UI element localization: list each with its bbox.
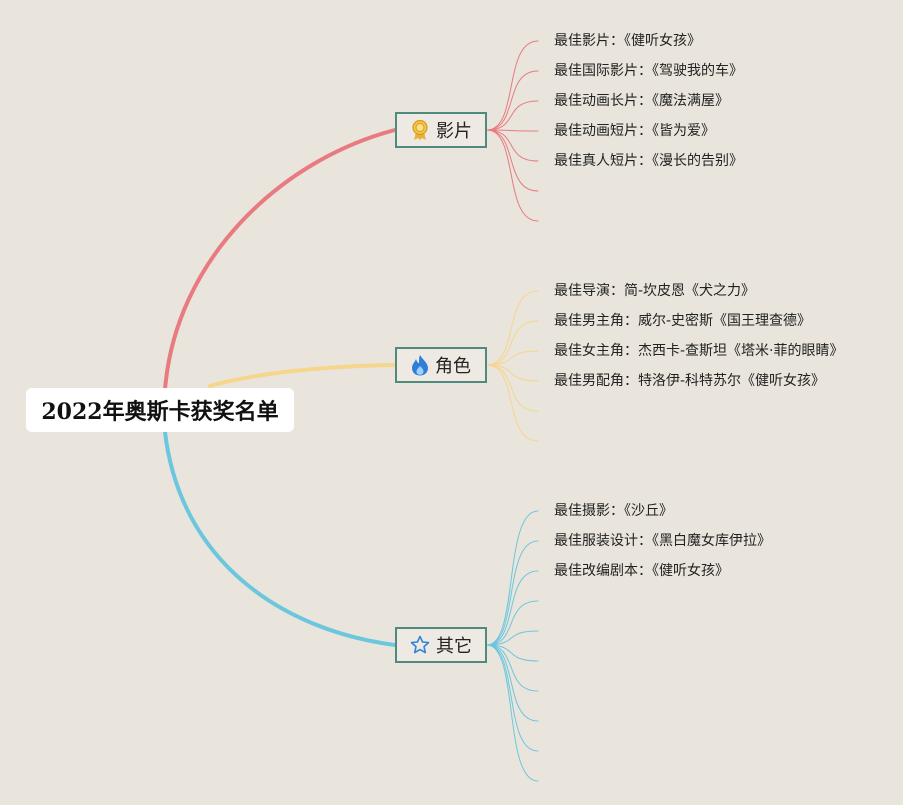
award-medal-icon (410, 119, 430, 141)
leaf-link-1-2 (486, 350, 539, 366)
branch-link-2 (163, 430, 397, 647)
leaf-link-0-2 (486, 100, 539, 131)
flame-icon (411, 354, 429, 376)
leaf-link-0-1 (486, 70, 539, 131)
leaf-link-1-0 (486, 290, 539, 366)
branch-link-0 (163, 128, 397, 392)
leaf-link-2-0 (486, 510, 539, 646)
leaf-link-0-6 (486, 129, 539, 222)
leaf-film-animated-feature[interactable]: 最佳动画长片：《魔法满屋》 (554, 93, 729, 109)
leaf-film-best-picture[interactable]: 最佳影片：《健听女孩》 (554, 33, 701, 49)
leaf-link-2-8 (486, 644, 539, 752)
leaf-role-actress[interactable]: 最佳女主角：杰西卡-查斯坦《塔米·菲的眼睛》 (554, 343, 844, 359)
leaf-other-costume-design[interactable]: 最佳服装设计：《黑白魔女库伊拉》 (554, 533, 771, 549)
branch-node-others[interactable]: 其它 (395, 627, 487, 663)
root-title: 2022年奥斯卡获奖名单 (41, 399, 279, 425)
leaf-link-1-5 (486, 364, 539, 442)
leaf-film-live-action-short[interactable]: 最佳真人短片：《漫长的告别》 (554, 153, 743, 169)
leaf-link-2-7 (486, 644, 539, 722)
leaf-link-2-6 (486, 644, 539, 692)
leaf-link-0-5 (486, 129, 539, 192)
leaf-film-animated-short[interactable]: 最佳动画短片：《皆为爱》 (554, 123, 715, 139)
branch-label-others: 其它 (436, 636, 472, 657)
leaf-link-2-3 (486, 600, 539, 646)
leaf-link-2-5 (486, 644, 539, 662)
star-outline-icon (410, 635, 430, 655)
leaf-link-0-0 (486, 40, 539, 131)
leaf-link-0-4 (486, 129, 539, 162)
leaf-link-2-2 (486, 570, 539, 646)
branch-link-1 (208, 363, 397, 388)
leaf-link-0-3 (486, 129, 539, 132)
leaf-role-actor[interactable]: 最佳男主角：威尔-史密斯《国王理查德》 (554, 313, 812, 329)
leaf-role-director[interactable]: 最佳导演：简-坎皮恩《犬之力》 (554, 283, 756, 299)
leaf-link-1-4 (486, 364, 539, 412)
leaf-link-1-3 (486, 364, 539, 382)
leaf-link-1-1 (486, 320, 539, 366)
branch-label-roles: 角色 (435, 356, 471, 377)
leaf-film-international[interactable]: 最佳国际影片：《驾驶我的车》 (554, 63, 743, 79)
leaf-role-supporting-actor[interactable]: 最佳男配角：特洛伊-科特苏尔《健听女孩》 (554, 373, 826, 389)
branch-node-films[interactable]: 影片 (395, 112, 487, 148)
root-node[interactable]: 2022年奥斯卡获奖名单 (26, 388, 294, 432)
leaf-other-adapted-screenplay[interactable]: 最佳改编剧本：《健听女孩》 (554, 563, 729, 579)
branch-node-roles[interactable]: 角色 (395, 347, 487, 383)
leaf-link-2-1 (486, 540, 539, 646)
leaf-other-cinematography[interactable]: 最佳摄影：《沙丘》 (554, 503, 673, 519)
branch-label-films: 影片 (436, 121, 472, 142)
leaf-link-2-4 (486, 630, 539, 646)
leaf-link-2-9 (486, 644, 539, 782)
